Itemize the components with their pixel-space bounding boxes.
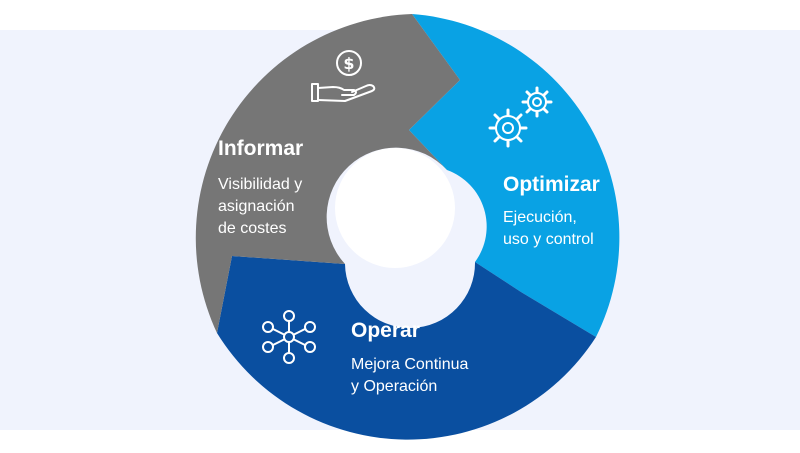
optimizar-title: Optimizar xyxy=(503,173,600,196)
hand-dollar-icon: $ xyxy=(311,50,376,102)
operar-desc-line1: Mejora Continua xyxy=(351,356,469,373)
operar-title: Operar xyxy=(351,319,420,342)
segment-optimizar xyxy=(409,14,620,337)
gears-icon xyxy=(488,86,553,148)
optimizar-desc-line1: Ejecución, xyxy=(503,209,577,226)
segment-informar xyxy=(195,14,460,333)
informar-desc-line2: asignación xyxy=(218,198,295,215)
informar-desc-line1: Visibilidad y xyxy=(218,176,302,193)
optimizar-desc-line2: uso y control xyxy=(503,231,594,248)
network-hub-icon xyxy=(262,310,316,364)
operar-desc-line2: y Operación xyxy=(351,378,437,395)
svg-text:$: $ xyxy=(343,54,354,73)
informar-desc-line3: de costes xyxy=(218,220,286,237)
segment-operar xyxy=(217,256,596,440)
informar-title: Informar xyxy=(218,137,303,160)
center-hole xyxy=(335,148,455,268)
